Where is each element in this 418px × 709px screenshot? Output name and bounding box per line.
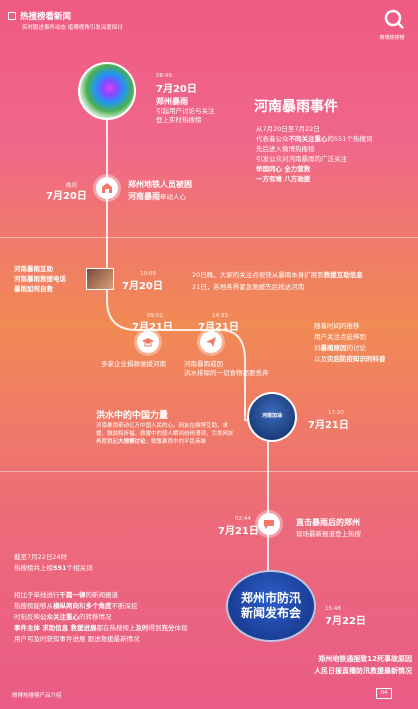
final-headline: 人民日报直播防汛救援最新情况: [314, 667, 412, 675]
para-line: 事件主体 求助信息 救援进展都在热搜榜上及时得到充分体现: [14, 624, 188, 632]
event-desc: 登上实时热搜榜: [156, 116, 202, 124]
event-time: 晚间: [66, 183, 78, 189]
event-caption: 多家企业捐款驰援河南: [101, 360, 166, 368]
stat-text: 截至7月22日24时: [14, 553, 68, 561]
para-line: 时刻反映公众关注重心的转移情况: [14, 613, 112, 621]
event-time: 14:33: [212, 313, 228, 319]
event-title: 河南暴雨牵动人心: [128, 192, 186, 201]
press-conference-badge: 郑州市防汛 新闻发布会: [226, 570, 316, 642]
brand-logo: 微博热搜榜: [378, 8, 410, 41]
henan-support-image: 河南加油: [247, 392, 297, 442]
event-time: 17:20: [328, 410, 344, 416]
event-time: 15:48: [325, 606, 341, 612]
event-label: 河南暴雨互助: [14, 265, 53, 273]
section-heading: 洪水中的中国力量: [96, 411, 169, 421]
menu-icon: [8, 12, 16, 20]
event-date: 7月22日: [325, 616, 366, 627]
event-date: 7月21日: [132, 322, 173, 333]
final-headline: 郑州地铁通报致12死事故原因: [318, 655, 412, 663]
note-text: 随着时间的推移: [314, 322, 360, 330]
china-power-desc: 河南暴雨牵动亿万中国人民的心。网友在微博互助、求援、鼓励和祈福，救援中的感人瞬间…: [96, 423, 234, 445]
event-desc: 引起用户讨论与关注: [156, 107, 215, 115]
image-caption: 河南加油: [261, 413, 282, 419]
press-line: 郑州市防汛: [240, 591, 301, 605]
para-line: 热搜榜能够从横纵两向和多个角度不断深挖: [14, 602, 138, 610]
timeline-node: [258, 513, 280, 535]
page-number: 04: [376, 688, 392, 699]
section-divider: [0, 471, 418, 472]
page-subtitle: 实时跟进事件动态 借博视角引发深度探讨: [22, 25, 123, 31]
note-text: 以及灾后防疫知识的科普: [314, 355, 386, 363]
chat-bubble-icon: [264, 520, 274, 529]
event-date: 7月21日: [308, 420, 349, 431]
summary-line: 先后进入微博热搜榜: [256, 145, 315, 153]
press-line: 新闻发布会: [240, 606, 301, 620]
summary-line: 一方有难 八方驰援: [256, 175, 311, 183]
event-date: 7月20日: [122, 281, 163, 292]
event-title: 郑州暴雨: [156, 97, 188, 106]
paper-plane-icon: [206, 337, 216, 347]
event-caption: 洪水排除的一切食物都要丢弃: [184, 369, 269, 377]
timeline-node: [137, 331, 159, 353]
event-time: 09:52: [147, 313, 163, 319]
event-label: 暴雨如何自救: [14, 285, 53, 293]
header: 热搜榜看新闻 实时跟进事件动态 借博视角引发深度探讨: [8, 10, 123, 32]
section-divider: [0, 237, 418, 238]
phone-image: [86, 268, 114, 290]
event-main-title: 河南暴雨事件: [254, 99, 338, 115]
timeline-node: [200, 331, 222, 353]
search-logo-icon: [384, 9, 404, 29]
event-caption: 河南暴雨戒因: [184, 360, 223, 368]
timeline-node: [96, 177, 118, 199]
footer-label: 微博热搜榜产品介绍: [12, 693, 62, 699]
event-desc: 现场最新报道登上热搜: [296, 530, 361, 538]
note-text: 对暴雨原因的讨论: [314, 344, 366, 352]
para-line: 用户可及时获知事件进展 跟进救援最新情况: [14, 635, 140, 643]
graduation-cap-icon: [142, 338, 154, 347]
event-date: 7月20日: [156, 84, 197, 95]
shop-icon: [102, 183, 112, 193]
brand-name: 微博热搜榜: [379, 35, 405, 41]
event-time: 02:44: [235, 516, 251, 522]
event-summary: 从7月20日至7月22日 代表着公众不同关注重心的551个热搜词 先后进入微博热…: [256, 124, 414, 184]
note-text: 20日晚，大家的关注点很快从暴雨本身扩展到救援互助信息: [192, 271, 363, 279]
event-title: 直击暴雨后的郑州: [296, 518, 360, 527]
summary-line: 引发公众对河南暴雨的广泛关注: [256, 155, 347, 163]
event-time: 08:49: [156, 73, 172, 79]
event-label: 河南暴雨救援电话: [14, 275, 66, 283]
summary-line: 从7月20日至7月22日: [256, 125, 320, 133]
event-time: 19:09: [140, 271, 156, 277]
para-line: 相比于单线进行千篇一律的新闻报道: [14, 591, 118, 599]
event-date: 7月20日: [46, 191, 87, 202]
event-date: 7月21日: [198, 322, 239, 333]
summary-line: 举国同心 全力营救: [256, 165, 311, 173]
rain-radar-image: [78, 62, 136, 120]
summary-line: 代表着公众不同关注重心的551个热搜词: [256, 135, 373, 143]
note-text: 用户关注点延伸到: [314, 333, 366, 341]
stat-text: 热搜榜共上榜551个相关词: [14, 564, 93, 572]
note-text: 21日，各地各界紧急驰援先后抵达河南: [192, 283, 305, 291]
event-date: 7月21日: [218, 526, 259, 537]
event-title: 郑州地铁人员被困: [128, 180, 192, 189]
page-title: 热搜榜看新闻: [20, 12, 72, 22]
